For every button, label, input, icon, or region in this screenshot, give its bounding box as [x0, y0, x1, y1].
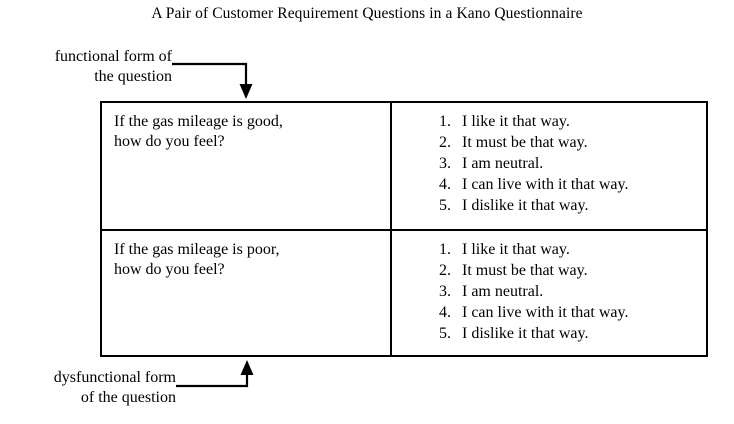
- list-item[interactable]: 2. It must be that way.: [439, 132, 706, 153]
- callout-functional-line2: the question: [94, 68, 172, 85]
- questionnaire-body: If the gas mileage is good, how do you f…: [102, 103, 706, 357]
- list-item[interactable]: 5. I dislike it that way.: [439, 195, 706, 216]
- table-row: If the gas mileage is poor, how do you f…: [102, 229, 706, 357]
- answers-block-dysfunctional: 1. I like it that way. 2. It must be that …: [392, 231, 706, 344]
- answer-label: I like it that way.: [462, 113, 570, 130]
- leader-arrow-down: [172, 62, 253, 99]
- kano-questionnaire-table: If the gas mileage is good, how do you f…: [100, 101, 708, 357]
- list-item[interactable]: 2. It must be that way.: [439, 260, 706, 281]
- answer-label: I am neutral.: [462, 283, 544, 300]
- list-item[interactable]: 4. I can live with it that way.: [439, 174, 706, 195]
- question-functional-line1: If the gas mileage is good,: [114, 113, 283, 130]
- page-title: A Pair of Customer Requirement Questions…: [151, 5, 583, 22]
- callout-dysfunctional-line2: of the question: [80, 389, 176, 406]
- answer-label: It must be that way.: [462, 262, 588, 279]
- question-functional-line2: how do you feel?: [114, 133, 225, 150]
- table-row: If the gas mileage is good, how do you f…: [102, 103, 706, 230]
- answer-number: 2.: [439, 134, 451, 151]
- list-item[interactable]: 5. I dislike it that way.: [439, 323, 706, 344]
- list-item[interactable]: 3. I am neutral.: [439, 281, 706, 302]
- callout-functional-line1: functional form of: [54, 48, 172, 65]
- cell-answers-functional: 1. I like it that way. 2. It must be that …: [390, 103, 706, 230]
- answer-list-functional: 1. I like it that way. 2. It must be that …: [392, 111, 706, 216]
- answer-number: 5.: [439, 325, 451, 342]
- answer-label: I can live with it that way.: [462, 304, 629, 321]
- answer-number: 1.: [439, 113, 451, 130]
- cell-answers-dysfunctional: 1. I like it that way. 2. It must be that …: [390, 229, 706, 357]
- callout-functional-form: functional form of the question: [0, 47, 172, 87]
- question-text-functional: If the gas mileage is good, how do you f…: [102, 103, 390, 152]
- callout-dysfunctional-line1: dysfunctional form: [53, 369, 176, 386]
- list-item[interactable]: 1. I like it that way.: [439, 239, 706, 260]
- answer-number: 4.: [439, 304, 451, 321]
- answer-list-dysfunctional: 1. I like it that way. 2. It must be that …: [392, 239, 706, 344]
- answer-label: I can live with it that way.: [462, 176, 629, 193]
- answer-label: I am neutral.: [462, 155, 544, 172]
- list-item[interactable]: 4. I can live with it that way.: [439, 302, 706, 323]
- answer-label: I dislike it that way.: [462, 325, 589, 342]
- cell-question-dysfunctional: If the gas mileage is poor, how do you f…: [102, 229, 391, 357]
- list-item[interactable]: 3. I am neutral.: [439, 153, 706, 174]
- answer-label: I like it that way.: [462, 241, 570, 258]
- answer-number: 2.: [439, 262, 451, 279]
- answer-number: 3.: [439, 155, 451, 172]
- callout-dysfunctional-form: dysfunctional form of the question: [0, 368, 176, 408]
- answer-label: It must be that way.: [462, 134, 588, 151]
- answer-number: 3.: [439, 283, 451, 300]
- answer-number: 5.: [439, 197, 451, 214]
- questionnaire-grid: If the gas mileage is good, how do you f…: [102, 103, 706, 357]
- answer-label: I dislike it that way.: [462, 197, 589, 214]
- answer-number: 4.: [439, 176, 451, 193]
- leader-arrow-up: [176, 360, 254, 388]
- list-item[interactable]: 1. I like it that way.: [439, 111, 706, 132]
- question-dysfunctional-line2: how do you feel?: [114, 261, 225, 278]
- cell-question-functional: If the gas mileage is good, how do you f…: [102, 103, 391, 230]
- answers-block-functional: 1. I like it that way. 2. It must be that …: [392, 103, 706, 216]
- answer-number: 1.: [439, 241, 451, 258]
- question-dysfunctional-line1: If the gas mileage is poor,: [114, 241, 280, 258]
- question-text-dysfunctional: If the gas mileage is poor, how do you f…: [102, 231, 390, 280]
